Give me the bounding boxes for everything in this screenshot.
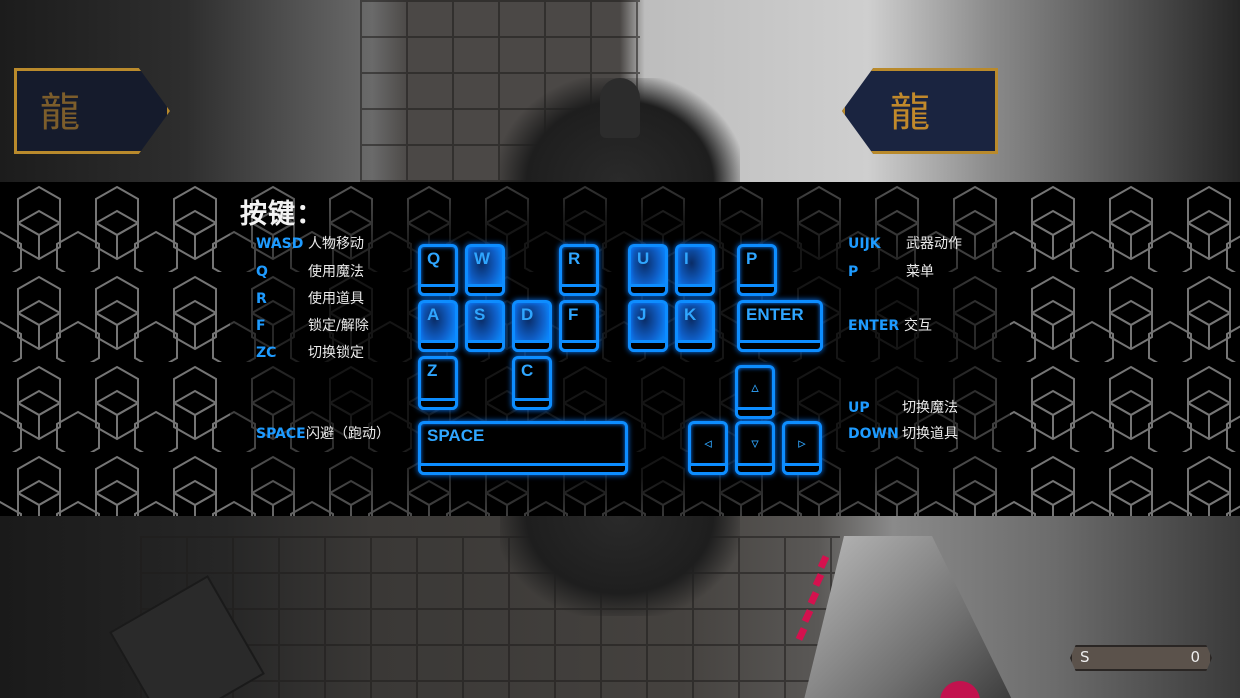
arrow-left-icon: ◃ <box>704 434 712 452</box>
binding-key: R <box>256 291 267 307</box>
crimson-orb <box>940 681 980 698</box>
binding-action: 人物移动 <box>308 236 364 252</box>
binding-key: ZC <box>256 345 277 361</box>
binding-action: 切换魔法 <box>902 400 958 416</box>
binding-action: 锁定/解除 <box>308 318 369 334</box>
binding-key: F <box>256 318 266 334</box>
binding-row: R 使用道具 <box>256 289 364 309</box>
key-w: W <box>465 244 505 296</box>
binding-key: SPACE <box>256 426 306 442</box>
key-k: K <box>675 300 715 352</box>
arrow-right-icon: ▹ <box>798 434 806 452</box>
binding-action: 闪避（跑动） <box>306 426 390 442</box>
binding-row: UIJK 武器动作 <box>848 234 962 254</box>
binding-action: 切换锁定 <box>308 345 364 361</box>
dragon-banner-right <box>842 68 998 154</box>
binding-key: ENTER <box>848 318 900 334</box>
binding-action: 菜单 <box>906 264 934 280</box>
binding-action: 使用魔法 <box>308 264 364 280</box>
binding-key: WASD <box>256 236 304 252</box>
key-c: C <box>512 356 552 410</box>
hooded-figure <box>600 78 640 138</box>
arrow-up-icon: ▵ <box>751 378 759 396</box>
key-s: S <box>465 300 505 352</box>
key-q: Q <box>418 244 458 296</box>
binding-row: P 菜单 <box>848 262 934 282</box>
binding-key: DOWN <box>848 426 899 442</box>
page-title: 按键： <box>240 199 324 230</box>
key-z: Z <box>418 356 458 410</box>
key-a: A <box>418 300 458 352</box>
score-value: 0 <box>1190 648 1200 666</box>
binding-row: Q 使用魔法 <box>256 262 364 282</box>
arrow-down-icon: ▿ <box>751 434 759 452</box>
binding-action: 使用道具 <box>308 291 364 307</box>
binding-key: UIJK <box>848 236 881 252</box>
background-scene-top: 龍 龍 <box>0 0 1240 182</box>
key-u: U <box>628 244 668 296</box>
dragon-banner-left <box>14 68 170 154</box>
binding-action: 武器动作 <box>906 236 962 252</box>
key-j: J <box>628 300 668 352</box>
background-scene-bottom: ⚜ <box>0 516 1240 698</box>
key-r: R <box>559 244 599 296</box>
binding-action: 交互 <box>904 318 932 334</box>
score-bar: S 0 <box>1070 645 1212 671</box>
binding-key: P <box>848 264 859 280</box>
key-space: SPACE <box>418 421 628 475</box>
binding-row: ZC 切换锁定 <box>256 343 364 363</box>
binding-row: F 锁定/解除 <box>256 316 369 336</box>
key-d: D <box>512 300 552 352</box>
key-down-arrow: ▿ <box>735 421 775 475</box>
key-up-arrow: ▵ <box>735 365 775 419</box>
key-f: F <box>559 300 599 352</box>
binding-row: SPACE闪避（跑动） <box>256 424 390 444</box>
binding-action: 切换道具 <box>902 426 958 442</box>
key-enter: ENTER <box>737 300 823 352</box>
score-label: S <box>1080 648 1090 666</box>
key-right-arrow: ▹ <box>782 421 822 475</box>
dragon-emblem-icon: 龍 <box>890 90 930 136</box>
binding-key: Q <box>256 264 268 280</box>
binding-key: UP <box>848 400 870 416</box>
dragon-emblem-icon: 龍 <box>40 90 80 136</box>
binding-row: UP 切换魔法 <box>848 398 958 418</box>
key-p: P <box>737 244 777 296</box>
key-left-arrow: ◃ <box>688 421 728 475</box>
reaper-crest-bottom <box>500 516 740 616</box>
key-i: I <box>675 244 715 296</box>
